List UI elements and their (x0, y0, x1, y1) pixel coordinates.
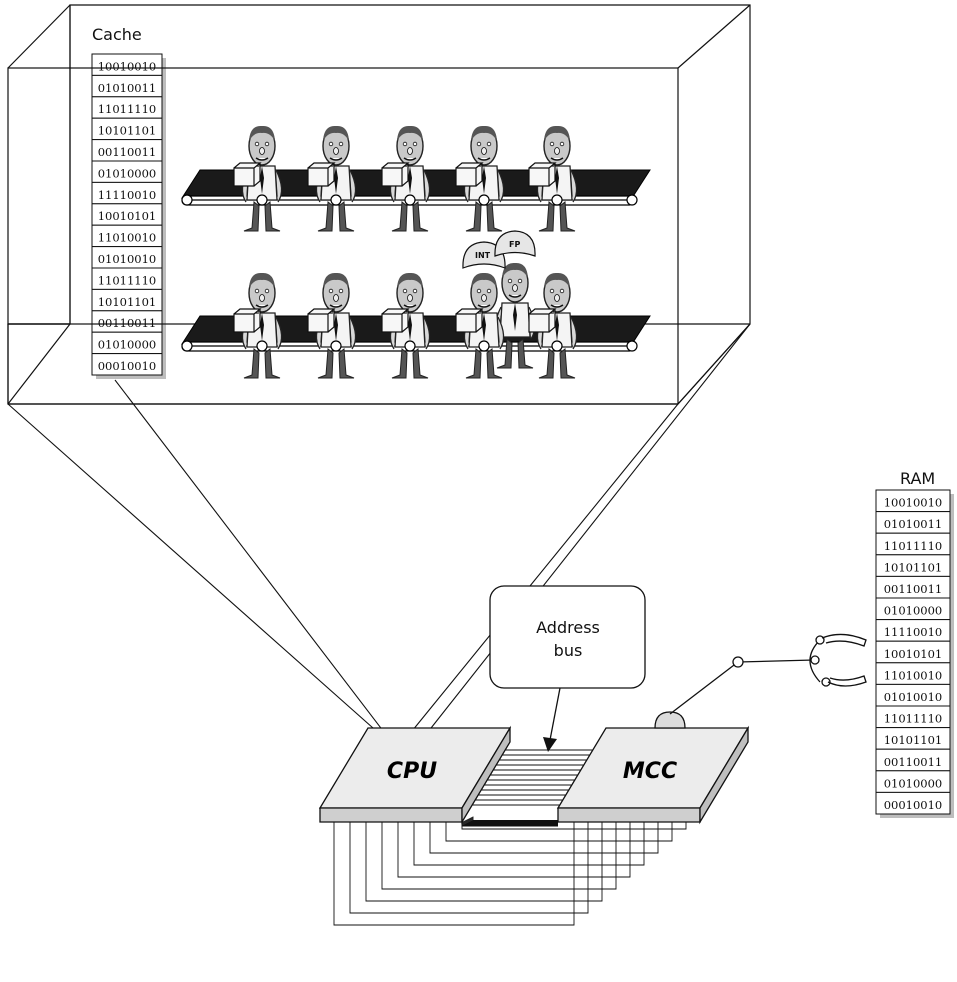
belt-rollers (181, 194, 638, 352)
loop-wire (333, 822, 575, 926)
ram-row: 01010000 (884, 776, 943, 790)
bus-wire (463, 821, 558, 826)
cache-row: 01010000 (98, 338, 157, 352)
loop-wire (429, 822, 659, 854)
cpu-chip: CPU (318, 725, 512, 825)
bus-wire (472, 816, 558, 821)
ram-row: 11011110 (884, 712, 943, 726)
cache-row: 01010000 (98, 166, 157, 180)
loop-wire (349, 822, 589, 914)
bus-wire (470, 817, 558, 822)
ram-row: 01010010 (884, 690, 943, 704)
bus-wire (467, 819, 558, 824)
ram-row: 10101101 (884, 733, 943, 747)
ram-row: 00010010 (884, 798, 943, 812)
ram-row: 10010010 (884, 496, 943, 510)
ram-row: 11011110 (884, 539, 943, 553)
ram-row: 00110011 (884, 755, 943, 769)
loop-wire (397, 822, 631, 878)
ram-row: 01010000 (884, 604, 943, 618)
mcc-chip: MCC (556, 725, 750, 825)
bus-wire (468, 818, 558, 823)
bus-wire (464, 820, 558, 825)
address-bus-box: Address bus (489, 585, 646, 752)
loop-wire (461, 822, 687, 830)
ram-row: 10101101 (884, 560, 943, 574)
loop-wire (445, 822, 673, 842)
ram-row: 11110010 (884, 625, 943, 639)
cache-row: 00010010 (98, 359, 157, 373)
bus-wire (471, 817, 558, 822)
cache-table: 10010010 01010011 11011110 10101101 00110011… (91, 53, 166, 379)
fp-hat-icon: FP (494, 230, 536, 257)
cache-row: 01010010 (98, 252, 157, 266)
bus-wire (466, 819, 558, 824)
bus-wire (469, 818, 558, 823)
svg-text:FP: FP (509, 240, 520, 249)
cache-title: Cache (92, 25, 142, 44)
ram-row: 01010011 (884, 517, 943, 531)
ram-row: 00110011 (884, 582, 943, 596)
cache-row: 01010011 (98, 81, 157, 95)
svg-text:Address: Address (536, 618, 600, 637)
svg-text:MCC: MCC (623, 759, 677, 784)
cache-row: 10101101 (98, 295, 157, 309)
cache-row: 10010010 (98, 59, 157, 73)
loop-wire (381, 822, 617, 890)
ram-table: 10010010 01010011 11011110 10101101 00110011… (875, 489, 954, 818)
belt-boxes (233, 162, 557, 333)
cache-row: 10101101 (98, 124, 157, 138)
ram-title: RAM (900, 469, 935, 488)
loop-wire (365, 822, 603, 902)
cache-row: 00110011 (98, 145, 157, 159)
bus-wire (462, 821, 558, 826)
ram-row: 11010010 (884, 668, 943, 682)
cache-row: 11011110 (98, 102, 157, 116)
cache-row: 11011110 (98, 273, 157, 287)
cache-row: 11110010 (98, 188, 157, 202)
svg-text:INT: INT (475, 251, 491, 260)
bus-lines (333, 749, 687, 926)
ram-row: 10010101 (884, 647, 943, 661)
cache-row: 00110011 (98, 316, 157, 330)
loop-wire (413, 822, 645, 866)
svg-text:bus: bus (554, 641, 583, 660)
bus-wire (465, 820, 558, 825)
cache-row: 10010101 (98, 209, 157, 223)
svg-text:CPU: CPU (387, 759, 437, 784)
zoom-lines (7, 323, 751, 743)
cache-row: 11010010 (98, 231, 157, 245)
robotic-arm-icon (654, 633, 867, 729)
